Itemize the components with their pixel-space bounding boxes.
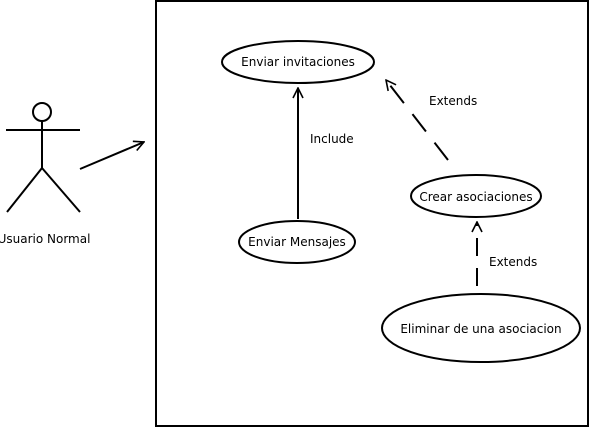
use-case-eliminar-asociacion[interactable]: Eliminar de una asociacion [381, 293, 581, 363]
extends-label-2: Extends [489, 255, 537, 269]
actor-association-arrow [79, 142, 144, 170]
use-case-enviar-invitaciones[interactable]: Enviar invitaciones [221, 40, 375, 84]
extends-label-1: Extends [429, 94, 477, 108]
use-case-enviar-mensajes[interactable]: Enviar Mensajes [238, 220, 356, 264]
use-case-label: Enviar Mensajes [248, 235, 346, 249]
actor-label: Usuario Normal [0, 232, 90, 246]
include-label: Include [310, 132, 354, 146]
use-case-label: Enviar invitaciones [241, 55, 355, 69]
use-case-label: Crear asociaciones [419, 190, 532, 204]
actor-stick-figure-icon[interactable] [6, 102, 81, 213]
use-case-label: Eliminar de una asociacion [400, 322, 561, 336]
extends-arrow-1 [386, 80, 449, 161]
use-case-crear-asociaciones[interactable]: Crear asociaciones [410, 174, 542, 218]
system-boundary [155, 0, 589, 427]
